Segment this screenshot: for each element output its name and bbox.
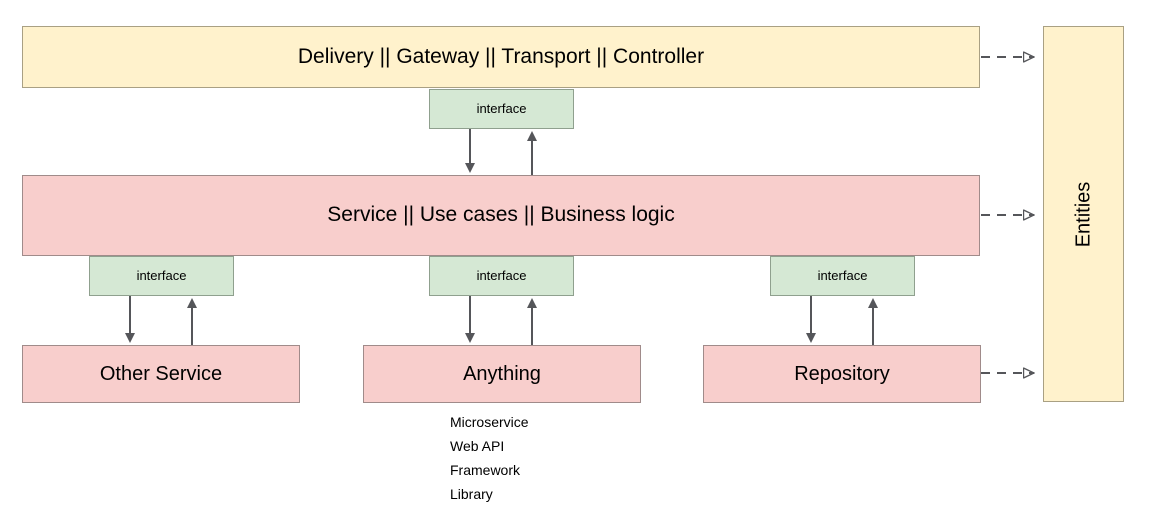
interface-middle-label: interface [476,267,527,283]
interface-top[interactable]: interface [429,89,574,129]
interface-middle[interactable]: interface [429,256,574,296]
interface-left[interactable]: interface [89,256,234,296]
node-anything[interactable]: Anything [363,345,641,403]
node-delivery-label: Delivery || Gateway || Transport || Cont… [297,44,705,68]
node-service-label: Service || Use cases || Business logic [327,203,675,227]
node-repository-label: Repository [794,362,890,385]
interface-top-label: interface [476,100,527,116]
node-entities[interactable]: Entities [1043,26,1124,402]
node-repository[interactable]: Repository [703,345,981,403]
node-anything-label: Anything [463,362,541,385]
node-service[interactable]: Service || Use cases || Business logic [22,175,980,256]
node-delivery[interactable]: Delivery || Gateway || Transport || Cont… [22,26,980,88]
node-other-service-label: Other Service [99,362,223,385]
note-item-2: Framework [450,462,521,478]
interface-right[interactable]: interface [770,256,915,296]
note-item-0: Microservice [450,414,529,430]
interface-left-label: interface [136,267,187,283]
note-item-1: Web API [450,438,505,454]
node-other-service[interactable]: Other Service [22,345,300,403]
note-item-3: Library [450,486,493,502]
interface-right-label: interface [817,267,868,283]
node-entities-label: Entities [1072,181,1094,247]
anything-note-list: Microservice Web API Framework Library [450,410,529,506]
